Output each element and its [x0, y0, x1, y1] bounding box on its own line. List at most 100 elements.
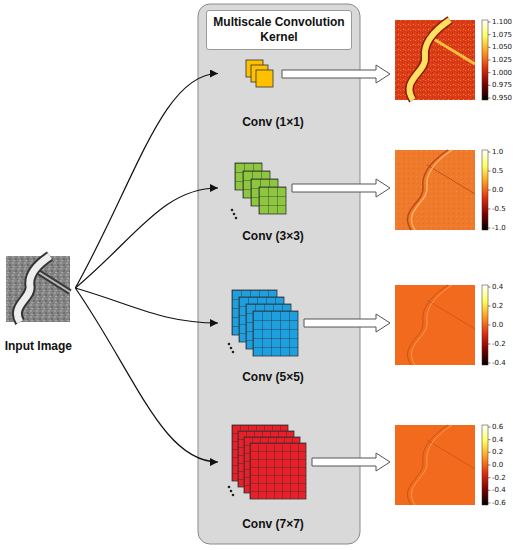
feature-map-part [395, 285, 475, 365]
tick-mark [488, 72, 491, 73]
tick-label: 0.0 [492, 187, 503, 194]
kernel-7x7-part [232, 494, 235, 497]
tick-mark [488, 427, 491, 428]
tick-mark [488, 171, 491, 172]
tick-label: 1.025 [492, 57, 512, 64]
feature-map-part [395, 150, 475, 230]
tick-label: 1.050 [492, 44, 512, 51]
feature-map-part [427, 440, 475, 469]
kernel-5x5-part-part [253, 311, 298, 356]
feature-map-part [409, 20, 450, 100]
input-picture-part [17, 256, 50, 322]
tick-mark [488, 363, 491, 364]
tick-label: 0.2 [492, 449, 503, 456]
color-bar-part [482, 285, 488, 365]
color-bar [482, 20, 488, 505]
curved-arrow [75, 188, 218, 288]
kernel-box: Conv (1×1) [218, 54, 328, 130]
tick-label: 0.6 [492, 424, 503, 431]
feature-map-part [411, 285, 452, 365]
kernel-3x3-part-part [259, 187, 286, 214]
color-bar-part [482, 20, 488, 100]
tick-label: 1.0 [492, 149, 503, 156]
kernel-7x7-part [228, 486, 231, 489]
tick-mark [488, 439, 491, 440]
feature-map-part [407, 285, 448, 365]
feature-map-part [411, 150, 452, 230]
feature-map [395, 285, 475, 365]
tick-label: 0.0 [492, 322, 503, 329]
kernel-1x1-part [256, 70, 273, 87]
feature-map [395, 425, 475, 505]
tick-mark [488, 152, 491, 153]
input-picture-part [17, 256, 50, 322]
curved-arrow [75, 74, 218, 289]
tick-label: 1.000 [492, 69, 512, 76]
node-label: Conv (7×7) [242, 517, 304, 532]
feature-map-part [427, 165, 475, 194]
tick-mark [488, 190, 491, 191]
node-label: Conv (5×5) [242, 370, 304, 385]
tick-label: 0.975 [492, 82, 512, 89]
input-image: Input Image [1, 254, 75, 354]
node-label: Input Image [5, 339, 72, 354]
kernel-5x5-part [232, 351, 235, 354]
tick-mark [488, 60, 491, 61]
input-picture [6, 256, 70, 322]
tick-mark [488, 344, 491, 345]
kernel-box: Conv (5×5) [218, 285, 328, 385]
kernel-7x7-part-part [250, 443, 306, 499]
color-bar-part [482, 150, 488, 230]
kernel-7x7-part [230, 490, 233, 493]
kernel-5x5-part-part [253, 311, 298, 356]
tick-mark [488, 465, 491, 466]
tick-label: 0.0 [492, 462, 503, 469]
curved-arrow [75, 288, 218, 323]
node-label: Conv (3×3) [242, 229, 304, 244]
hollow-arrow-part [304, 314, 390, 332]
kernel-5x5-part [253, 311, 298, 356]
kernel-3x3-part [235, 217, 238, 220]
tick-mark [488, 477, 491, 478]
hollow-arrow-part [282, 65, 390, 83]
tick-label: -0.2 [492, 341, 506, 348]
tick-mark [488, 209, 491, 210]
tick-label: 0.950 [492, 95, 512, 102]
kernel-7x7 [228, 425, 306, 499]
kernel-3x3-part [233, 213, 236, 216]
tick-mark [488, 98, 491, 99]
feature-map-part [395, 425, 475, 505]
hollow-arrow-part [292, 179, 390, 197]
kernel-1x1 [246, 60, 273, 87]
tick-label: 0.4 [492, 284, 503, 291]
tick-label: -0.5 [492, 206, 506, 213]
tick-mark [488, 325, 491, 326]
tick-label: -1.0 [492, 225, 506, 232]
tick-label: -0.4 [492, 360, 506, 367]
tick-mark [488, 34, 491, 35]
tick-label: 1.075 [492, 31, 512, 38]
tick-mark [488, 503, 491, 504]
hollow-arrow-part [312, 453, 390, 471]
tick-marks [488, 22, 491, 503]
feature-map-part [427, 300, 475, 329]
node-label: Conv (1×1) [242, 115, 304, 130]
feature-map [395, 150, 475, 230]
panel-heading: Multiscale Convolution Kernel [206, 10, 352, 50]
kernel-3x3-part [231, 209, 234, 212]
tick-mark [488, 490, 491, 491]
tick-mark [488, 452, 491, 453]
tick-mark [488, 85, 491, 86]
feature-map-part [395, 20, 475, 100]
input-picture-part [6, 256, 70, 322]
feature-map-part [407, 425, 448, 505]
kernel-panel: Multiscale Convolution KernelConv (1×1) C… [198, 4, 360, 544]
feature-map-part [409, 20, 450, 100]
tick-label: -0.2 [492, 474, 506, 481]
tick-mark [488, 228, 491, 229]
tick-mark [488, 306, 491, 307]
feature-map-part [411, 425, 452, 505]
kernel-5x5-part [228, 343, 231, 346]
tick-mark [488, 22, 491, 23]
